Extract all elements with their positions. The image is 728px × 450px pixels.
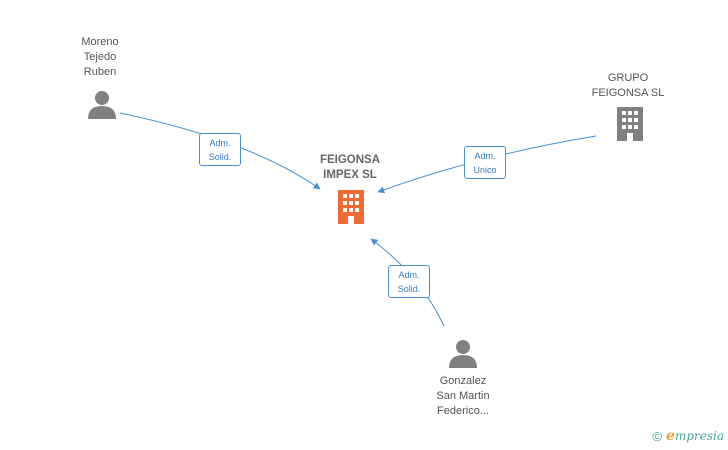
edge-badge-line1: Adm. [474, 151, 496, 161]
node-label-grupo[interactable]: GRUPO FEIGONSA SL [591, 72, 665, 99]
brand-logo[interactable]: empresia [666, 428, 724, 444]
edge-badge-moreno[interactable]: Adm. Solid. [199, 133, 241, 166]
brand-initial: e [666, 428, 675, 444]
footer-brand: © empresia [652, 428, 724, 444]
person-icon[interactable] [87, 90, 117, 125]
edge-badge-line2: Unico [473, 165, 497, 175]
node-label-gonzalez[interactable]: Gonzalez San Martin Federico... [436, 375, 490, 417]
edge-badge-line2: Solid. [397, 284, 421, 294]
edge-badge-line2: Solid. [208, 152, 232, 162]
edge-badge-line1: Adm. [209, 138, 231, 148]
node-label-moreno[interactable]: Moreno Tejedo Ruben [81, 36, 119, 78]
building-icon[interactable] [614, 107, 646, 146]
copyright-symbol: © [652, 428, 663, 444]
person-icon[interactable] [448, 339, 478, 374]
building-icon[interactable] [335, 190, 367, 229]
edge-badge-line1: Adm. [398, 270, 420, 280]
edge-badge-grupo[interactable]: Adm. Unico [464, 146, 506, 179]
edge-badge-gonzalez[interactable]: Adm. Solid. [388, 265, 430, 298]
brand-rest: mpresia [674, 429, 724, 443]
node-label-center[interactable]: FEIGONSA IMPEX SL [319, 154, 381, 181]
